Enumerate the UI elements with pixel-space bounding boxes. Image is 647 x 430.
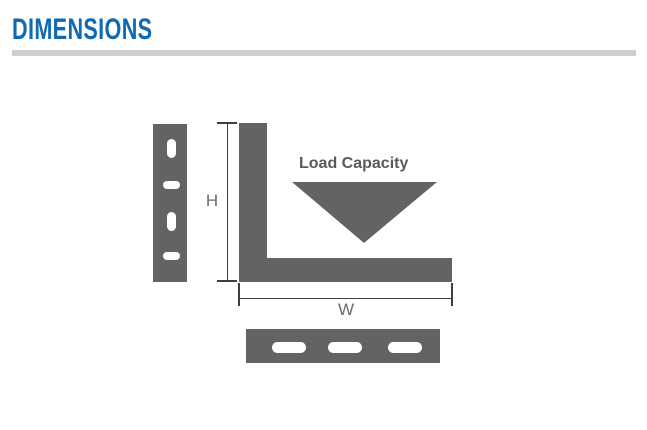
bracket-top-view (246, 329, 440, 363)
height-label: H (205, 191, 219, 210)
slot-hole-icon (167, 212, 176, 231)
load-capacity-label: Load Capacity (299, 155, 409, 172)
height-dimension-cap-bottom (217, 280, 237, 282)
slot-hole-icon (328, 342, 362, 353)
bracket-side-vertical-leg (239, 123, 267, 282)
width-dimension-cap-left (238, 283, 240, 306)
slot-hole-icon (272, 342, 306, 353)
slot-hole-icon (388, 342, 422, 353)
bracket-front-view (153, 124, 187, 282)
bracket-side-horizontal-leg (239, 258, 452, 282)
header-divider (12, 50, 636, 56)
width-dimension-line (238, 298, 453, 299)
slot-hole-icon (163, 181, 180, 189)
width-dimension-cap-right (451, 283, 453, 306)
height-dimension-cap-top (217, 122, 237, 124)
load-direction-triangle-icon (292, 182, 437, 243)
page-title: DIMENSIONS (12, 13, 153, 46)
height-dimension-line (227, 123, 228, 281)
width-label: W (337, 300, 355, 319)
slot-hole-icon (163, 252, 180, 260)
slot-hole-icon (167, 139, 176, 158)
